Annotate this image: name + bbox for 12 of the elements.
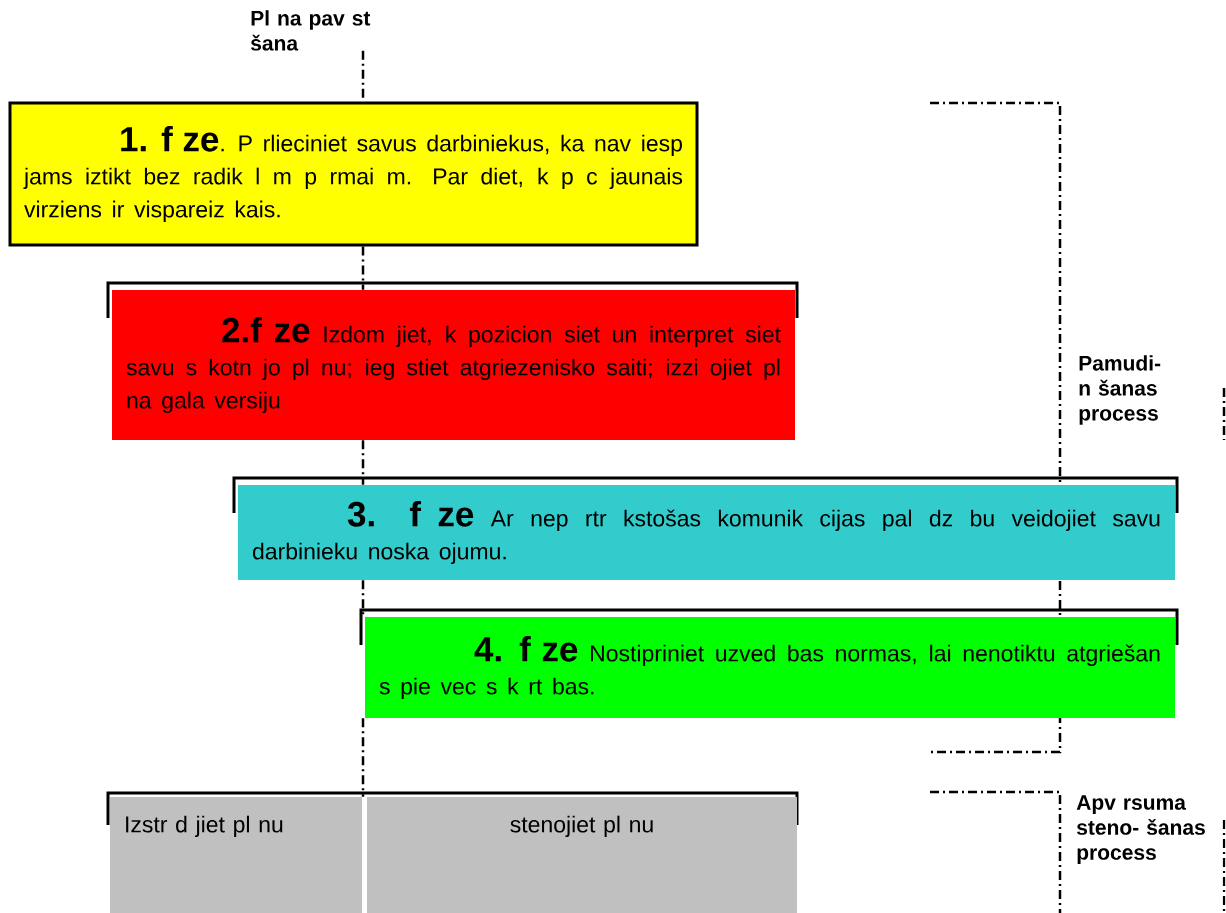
- label-text: Apv rsuma steno- šanas process: [1076, 795, 1205, 864]
- step-box: stenojiet pl nu: [365, 791, 799, 913]
- dashed-line: [361, 440, 365, 485]
- phase-box: 4. f ze Nostipriniet uzved bas normas, lai nenotiktu atgriešan s pie vec s k rt bas.: [359, 608, 1179, 718]
- dashed-line: [361, 580, 365, 617]
- dashed-line: [361, 718, 365, 797]
- step-box: Izstr d jiet pl nu: [106, 791, 365, 913]
- dashed-line: [361, 246, 365, 290]
- heading-text: Pl na pav st šana: [250, 10, 371, 51]
- phase-box: 2.f ze Izdom jiet, k pozicion siet un interpret siet savu s kotn jo pl nu; ieg stiet atgriezenisko saiti; izzi ojiet pl na gala versiju: [106, 281, 799, 440]
- phase-box: 3. f ze Ar nep rtr kstošas komunik cijas pal dz bu veidojiet savu darbinieku noska ojumu.: [232, 476, 1179, 580]
- label-text: Pamudi- n šanas process: [1079, 355, 1161, 425]
